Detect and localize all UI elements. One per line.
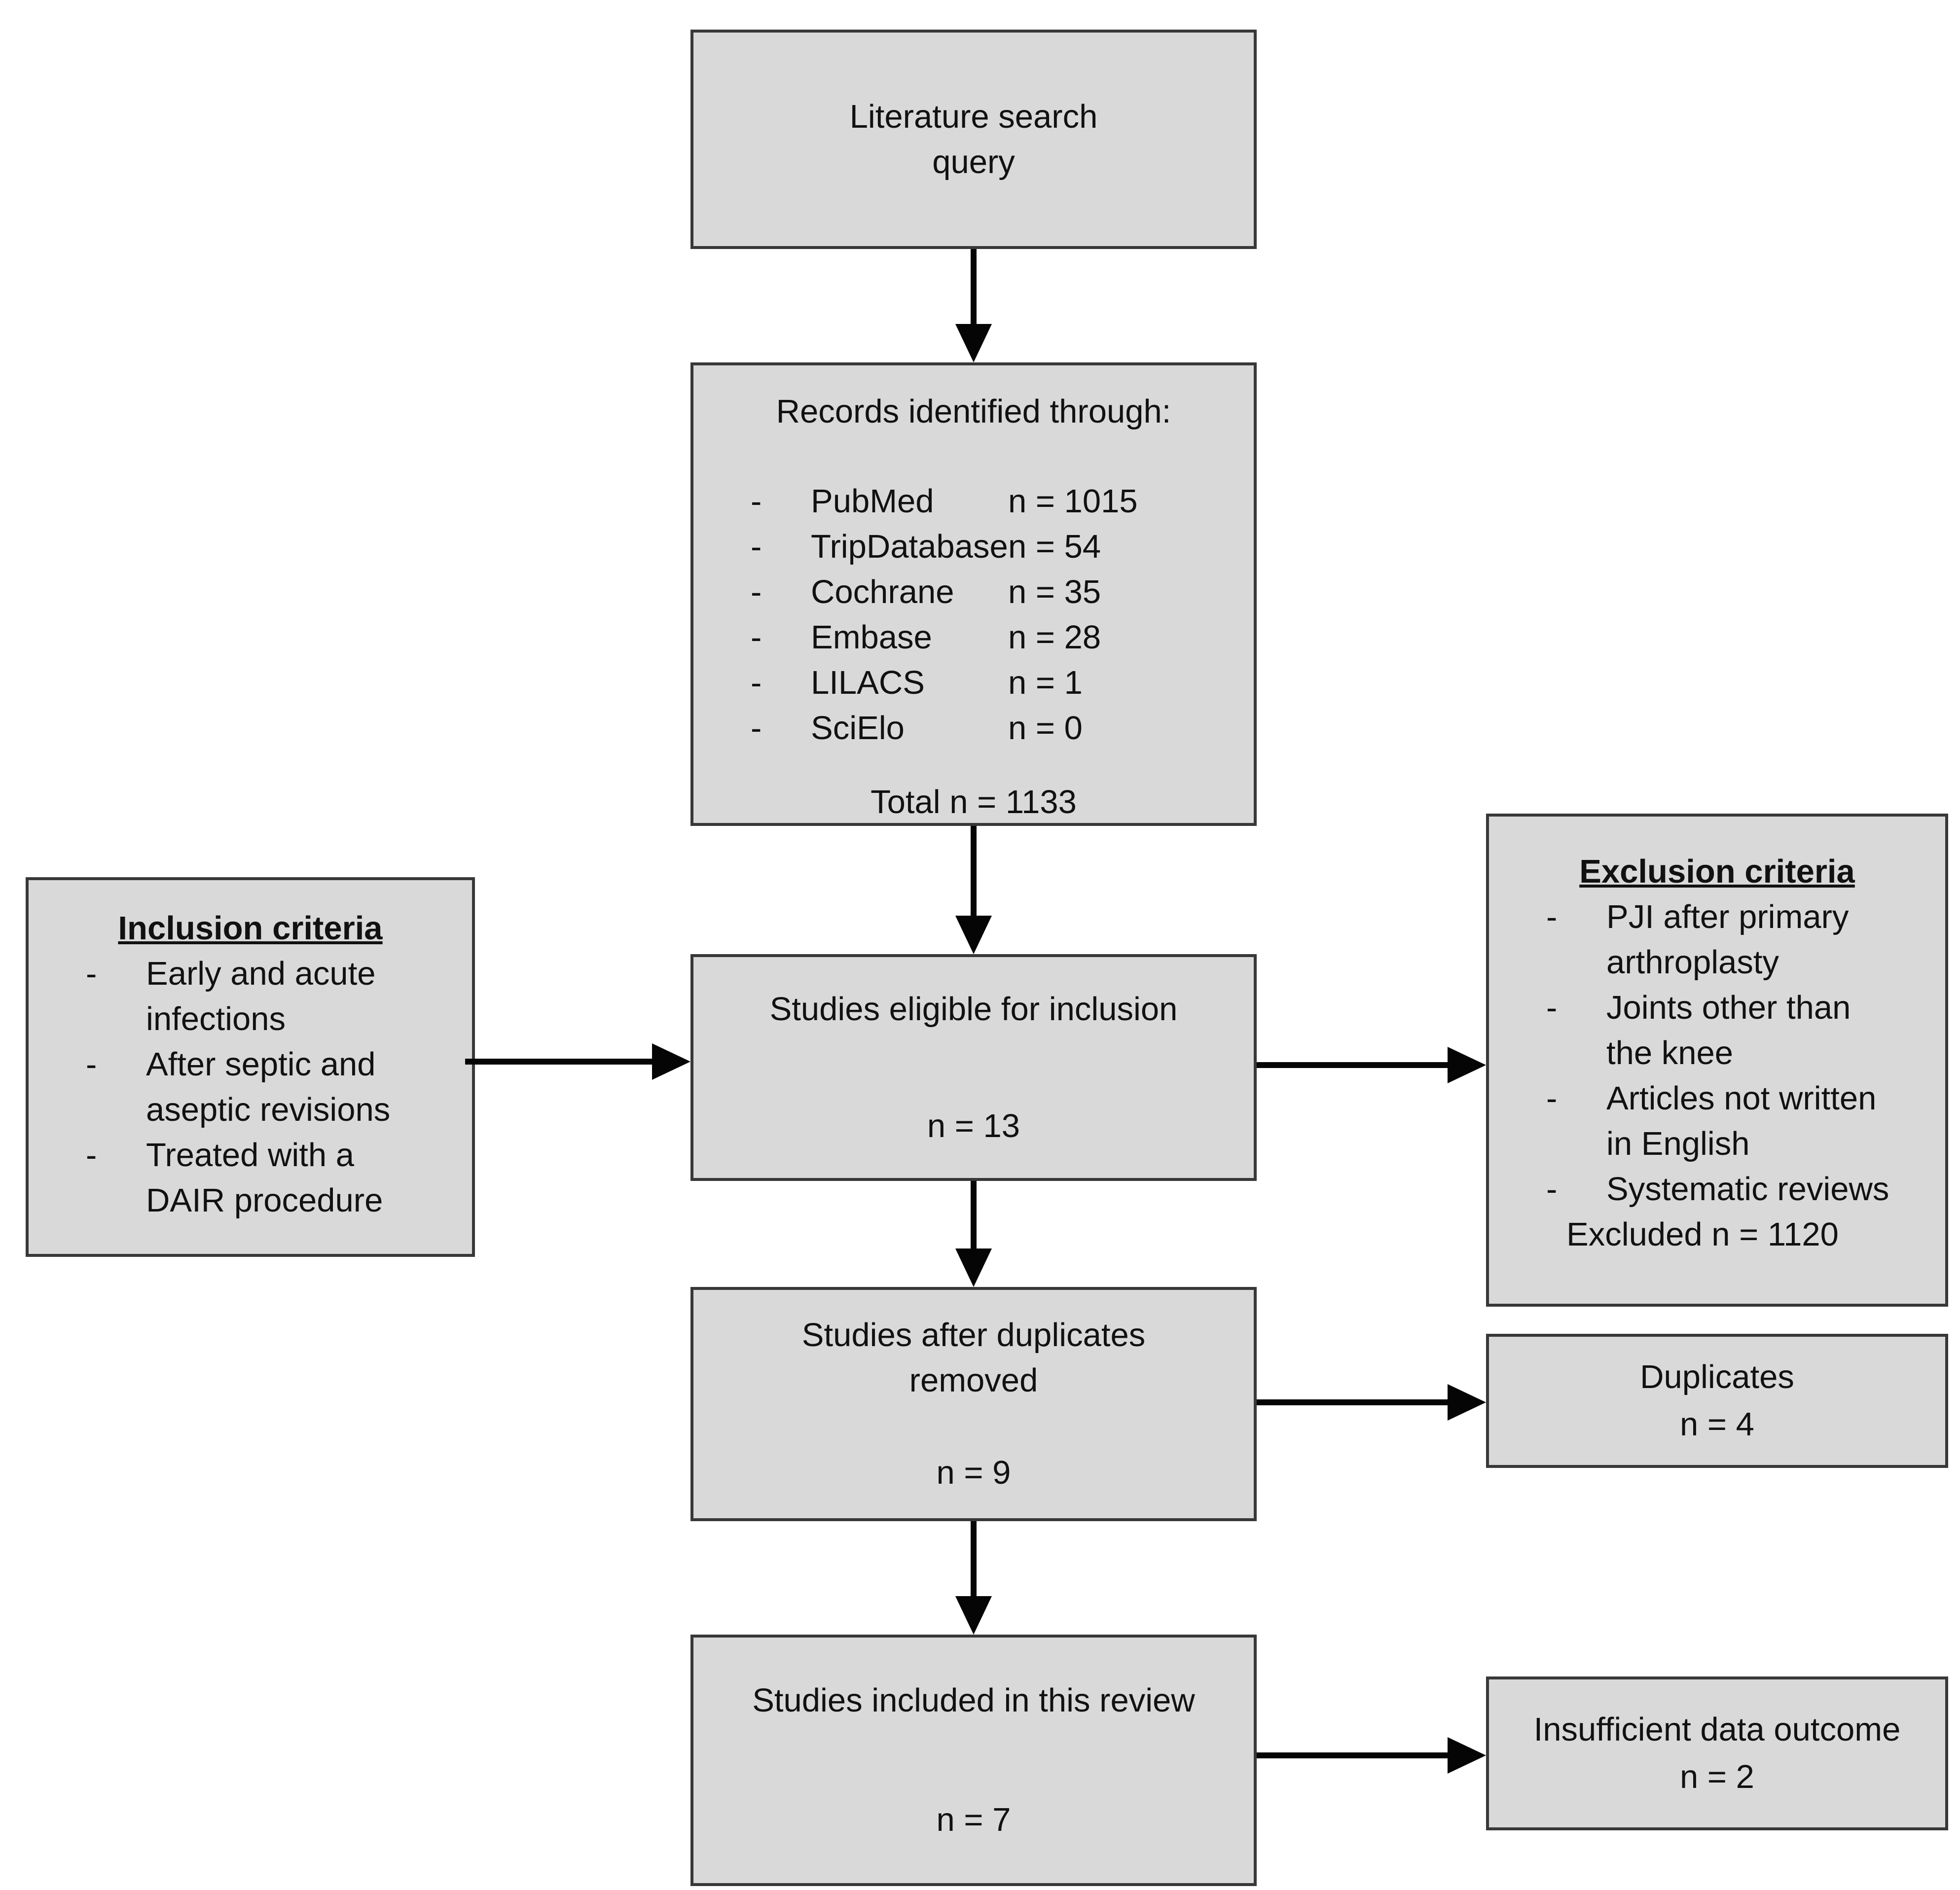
arrow-inclusion-to-eligible-shaft xyxy=(465,1059,657,1065)
exclusion-item-text: PJI after primary arthroplasty xyxy=(1606,898,1849,981)
exclusion-item: - Systematic reviews xyxy=(1489,1167,1945,1212)
insufficient-data-box: Insufficient data outcome n = 2 xyxy=(1486,1676,1948,1830)
bullet-dash: - xyxy=(86,955,97,992)
record-source-count: n = 35 xyxy=(1008,573,1101,610)
insufficient-data-label: Insufficient data outcome xyxy=(1533,1711,1901,1748)
arrow-included-to-insufficient-head xyxy=(1448,1737,1486,1774)
record-source-row: - PubMed n = 1015 xyxy=(693,479,1254,524)
studies-included-box: Studies included in this review n = 7 xyxy=(690,1635,1257,1886)
arrow-literature-to-records-head xyxy=(955,324,992,362)
bullet-dash: - xyxy=(751,573,762,610)
record-source-name: PubMed xyxy=(811,483,934,520)
duplicates-label: Duplicates xyxy=(1640,1358,1794,1395)
duplicates-removed-label: Studies after duplicates removed xyxy=(801,1317,1146,1399)
exclusion-item-text: Systematic reviews xyxy=(1606,1171,1889,1208)
bullet-dash: - xyxy=(1546,1171,1558,1208)
exclusion-criteria-title: Exclusion criteria xyxy=(1579,853,1855,890)
bullet-dash: - xyxy=(1546,989,1558,1026)
arrow-duplicates-removed-to-duplicates-shaft xyxy=(1257,1399,1452,1405)
exclusion-item-text: Articles not written in English xyxy=(1606,1080,1877,1162)
arrow-eligible-to-duplicates-removed-head xyxy=(955,1248,992,1287)
bullet-dash: - xyxy=(1546,898,1558,935)
studies-eligible-box: Studies eligible for inclusion n = 13 xyxy=(690,954,1257,1181)
arrow-eligible-to-duplicates-removed-shaft xyxy=(971,1181,977,1250)
record-source-count: n = 1 xyxy=(1008,664,1083,701)
arrow-included-to-insufficient-shaft xyxy=(1257,1752,1452,1758)
bullet-dash: - xyxy=(751,710,762,747)
record-source-row: - SciElo n = 0 xyxy=(693,706,1254,751)
inclusion-item: - Treated with a DAIR procedure xyxy=(29,1133,472,1223)
studies-eligible-label: Studies eligible for inclusion xyxy=(769,990,1178,1028)
exclusion-item: - Articles not written in English xyxy=(1489,1076,1945,1167)
record-source-name: Embase xyxy=(811,619,932,656)
record-source-row: - Embase n = 28 xyxy=(693,615,1254,660)
arrow-literature-to-records-shaft xyxy=(971,249,977,325)
bullet-dash: - xyxy=(86,1137,97,1174)
arrow-duplicates-removed-to-included-shaft xyxy=(971,1521,977,1598)
studies-included-count: n = 7 xyxy=(936,1801,1011,1838)
record-source-count: n = 0 xyxy=(1008,710,1083,747)
arrow-records-to-eligible-shaft xyxy=(971,826,977,917)
arrow-duplicates-removed-to-included-head xyxy=(955,1596,992,1635)
duplicates-box: Duplicates n = 4 xyxy=(1486,1334,1948,1468)
record-source-name: Cochrane xyxy=(811,573,954,610)
record-source-row: - Cochrane n = 35 xyxy=(693,570,1254,615)
records-total: Total n = 1133 xyxy=(871,784,1077,820)
arrow-inclusion-to-eligible-head xyxy=(652,1043,690,1080)
duplicates-count: n = 4 xyxy=(1680,1406,1754,1443)
record-source-name: TripDatabase xyxy=(811,528,1008,565)
inclusion-criteria-title: Inclusion criteria xyxy=(118,910,383,947)
inclusion-item-text: Early and acute infections xyxy=(146,955,376,1037)
studies-eligible-count: n = 13 xyxy=(927,1107,1020,1144)
duplicates-removed-count: n = 9 xyxy=(936,1454,1011,1491)
bullet-dash: - xyxy=(1546,1080,1558,1117)
bullet-dash: - xyxy=(751,664,762,701)
duplicates-removed-box: Studies after duplicates removed n = 9 xyxy=(690,1287,1257,1521)
records-title: Records identified through: xyxy=(776,393,1171,430)
exclusion-item-text: Joints other than the knee xyxy=(1606,989,1851,1071)
insufficient-data-count: n = 2 xyxy=(1680,1758,1754,1795)
arrow-duplicates-removed-to-duplicates-head xyxy=(1448,1384,1486,1421)
inclusion-item-text: After septic and aseptic revisions xyxy=(146,1046,391,1128)
record-source-row: - TripDatabase n = 54 xyxy=(693,524,1254,570)
exclusion-criteria-box: Exclusion criteria - PJI after primary a… xyxy=(1486,814,1948,1307)
excluded-count: Excluded n = 1120 xyxy=(1566,1216,1839,1253)
record-source-row: - LILACS n = 1 xyxy=(693,660,1254,706)
record-source-count: n = 28 xyxy=(1008,619,1101,656)
bullet-dash: - xyxy=(751,528,762,565)
bullet-dash: - xyxy=(86,1046,97,1083)
arrow-eligible-to-exclusion-head xyxy=(1448,1047,1486,1083)
literature-search-box: Literature search query xyxy=(690,30,1257,249)
arrow-eligible-to-exclusion-shaft xyxy=(1257,1062,1452,1068)
bullet-dash: - xyxy=(751,483,762,520)
inclusion-criteria-box: Inclusion criteria - Early and acute inf… xyxy=(26,877,475,1257)
studies-included-label: Studies included in this review xyxy=(752,1682,1195,1719)
records-identified-box: Records identified through: - PubMed n =… xyxy=(690,362,1257,826)
record-source-name: LILACS xyxy=(811,664,925,701)
inclusion-item: - After septic and aseptic revisions xyxy=(29,1042,472,1133)
inclusion-item: - Early and acute infections xyxy=(29,951,472,1042)
exclusion-item: - PJI after primary arthroplasty xyxy=(1489,894,1945,985)
exclusion-item: - Joints other than the knee xyxy=(1489,985,1945,1076)
record-source-count: n = 1015 xyxy=(1008,483,1138,520)
inclusion-item-text: Treated with a DAIR procedure xyxy=(146,1137,383,1219)
literature-search-label: Literature search query xyxy=(849,98,1098,180)
bullet-dash: - xyxy=(751,619,762,656)
record-source-name: SciElo xyxy=(811,710,905,747)
arrow-records-to-eligible-head xyxy=(955,916,992,954)
record-source-count: n = 54 xyxy=(1008,528,1101,565)
